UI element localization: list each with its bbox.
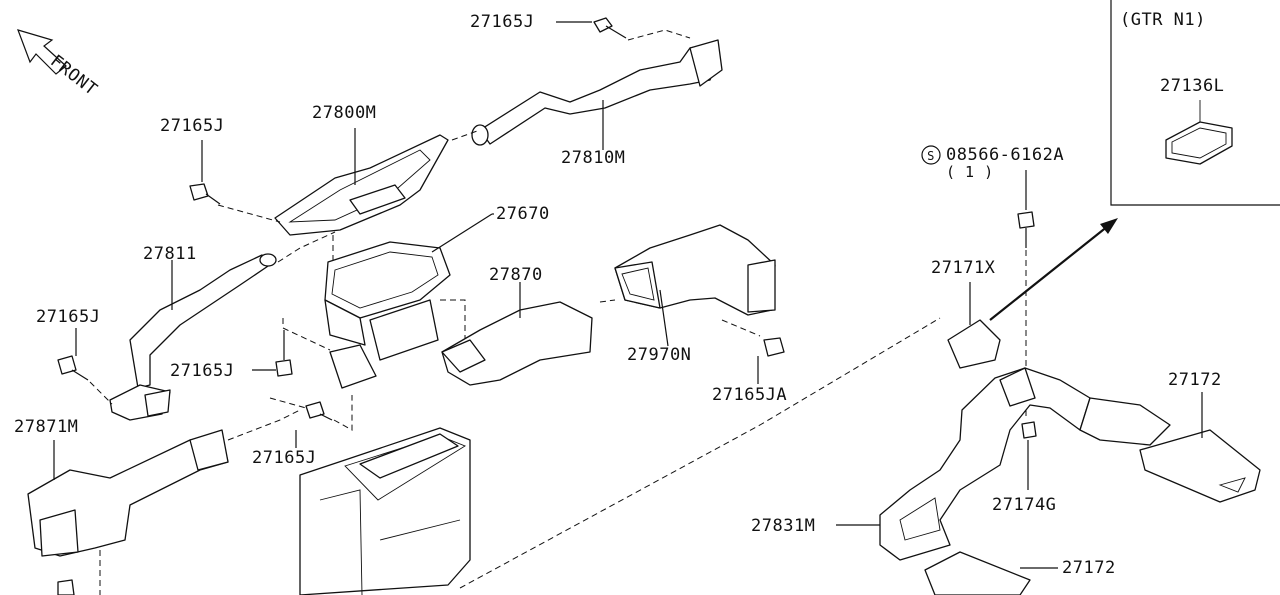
bolt-27165J-left2 — [57, 328, 113, 405]
label-27165J-low: 27165J — [252, 448, 317, 468]
bolt-27174G — [1021, 421, 1037, 490]
gtr-n1-inset-frame — [1110, 0, 1280, 206]
arrow-to-inset-icon — [989, 218, 1118, 321]
part-27800M — [217, 128, 481, 236]
part-27171X — [947, 282, 1001, 369]
bolt-27165J-mid — [252, 330, 293, 377]
part-27670 — [324, 213, 494, 389]
bolt-bottom-left — [57, 579, 75, 595]
label-27811: 27811 — [143, 244, 197, 264]
label-27670: 27670 — [496, 204, 550, 224]
part-27136L — [1165, 100, 1233, 165]
label-27165J-left2: 27165J — [36, 307, 101, 327]
label-27165JA: 27165JA — [712, 385, 788, 405]
s-mark-icon — [921, 145, 941, 165]
label-bolt-qty: ( 1 ) — [946, 163, 994, 181]
part-27870 — [441, 282, 593, 386]
s-mark-label: S — [927, 149, 935, 163]
part-27871M — [27, 409, 301, 595]
label-27172-upper: 27172 — [1168, 370, 1222, 390]
label-27810M: 27810M — [561, 148, 626, 168]
label-27165J-mid: 27165J — [170, 361, 235, 381]
label-27172-lower: 27172 — [1062, 558, 1116, 578]
label-27831M: 27831M — [751, 516, 816, 536]
label-27800M: 27800M — [312, 103, 377, 123]
bolt-08566-6162A — [1017, 170, 1035, 420]
label-27970N: 27970N — [627, 345, 692, 365]
gtr-n1-label: (GTR N1) — [1120, 10, 1206, 30]
bolt-27165J-low — [269, 395, 353, 448]
part-27172-upper — [1079, 392, 1261, 503]
bolt-27165JA — [757, 337, 785, 384]
bolt-27165J-top — [556, 17, 691, 41]
dash-bracket-mid — [282, 299, 466, 351]
label-27136L: 27136L — [1160, 76, 1225, 96]
part-27810M — [471, 39, 723, 150]
part-27831M — [836, 367, 1091, 561]
label-27870: 27870 — [489, 265, 543, 285]
label-27165J-left: 27165J — [160, 116, 225, 136]
dash-long-connector — [459, 317, 941, 589]
label-08566-6162A: 08566-6162A — [946, 145, 1065, 165]
part-27811 — [109, 231, 336, 421]
part-27970N — [599, 224, 776, 347]
label-27171X: 27171X — [931, 258, 996, 278]
part-27172-lower — [924, 551, 1058, 595]
label-27871M: 27871M — [14, 417, 79, 437]
label-27165J-top: 27165J — [470, 12, 535, 32]
front-arrow-icon — [17, 29, 67, 75]
bolt-27165J-left — [189, 140, 221, 205]
label-27174G: 27174G — [992, 495, 1057, 515]
part-heater-unit — [299, 427, 471, 595]
